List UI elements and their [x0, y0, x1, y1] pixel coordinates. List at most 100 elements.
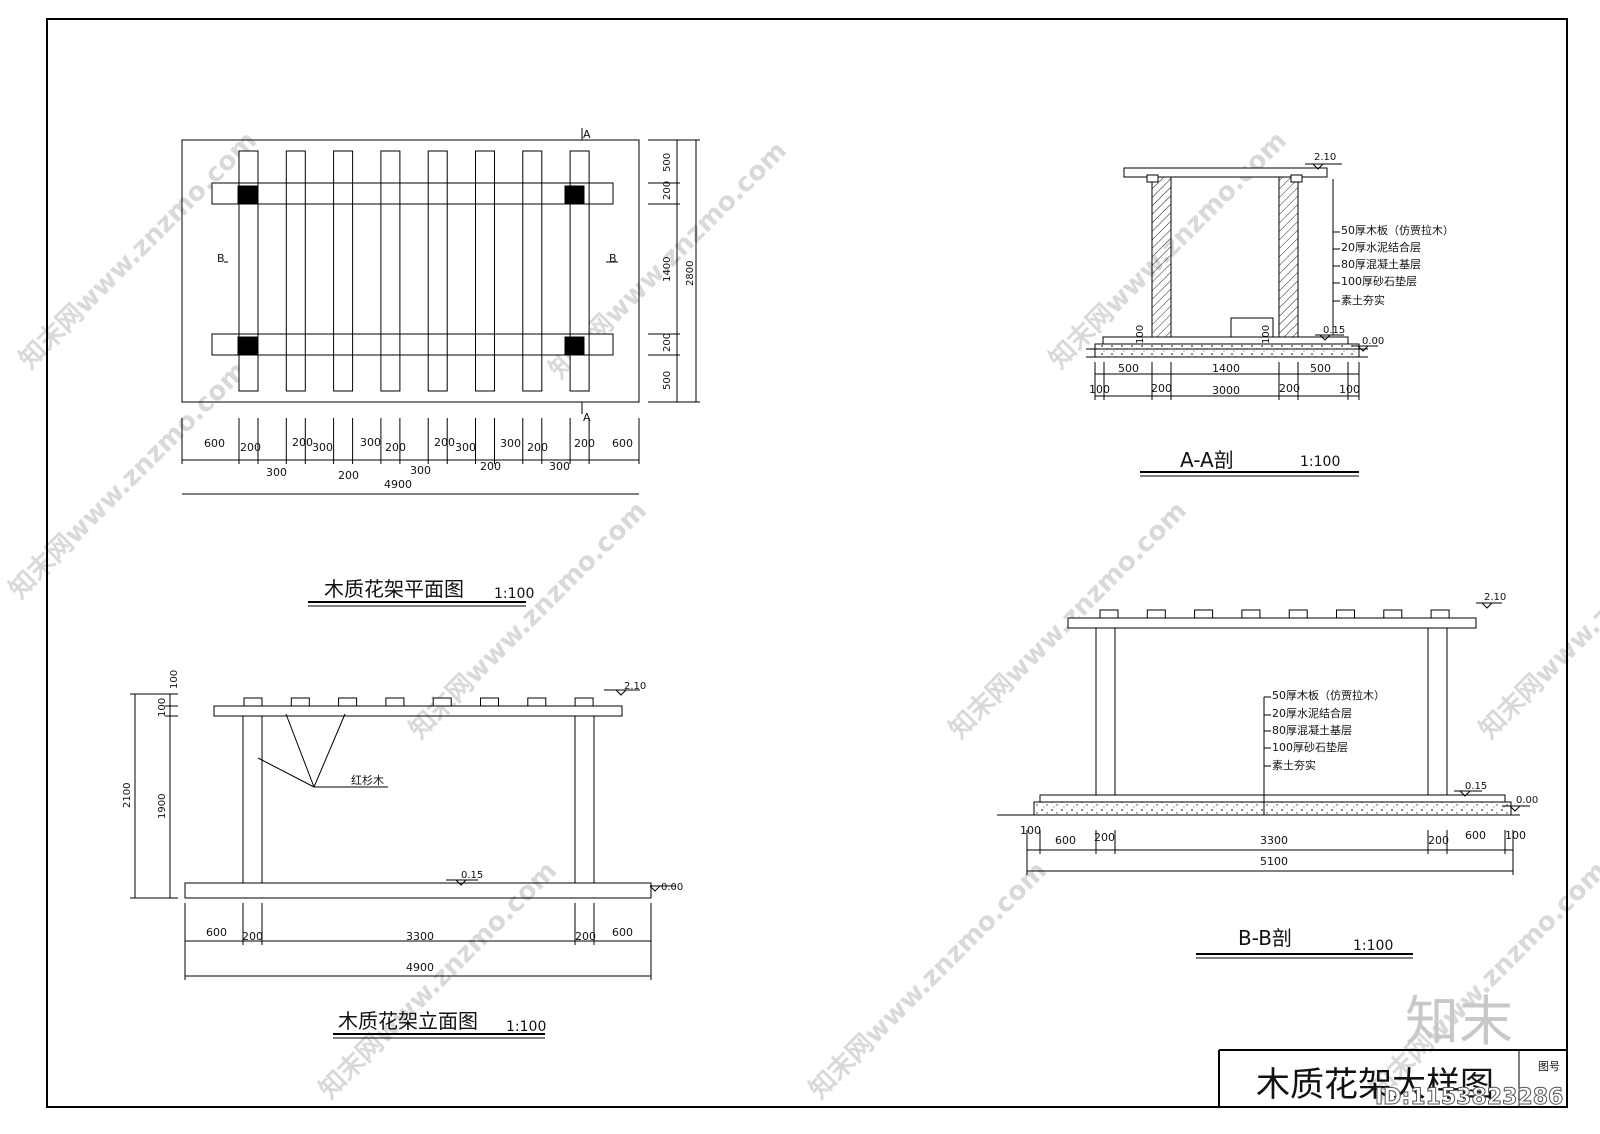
layer-label: 素土夯实 — [1272, 758, 1316, 772]
plan-outline — [181, 139, 640, 403]
dim-label: 300 — [549, 460, 570, 473]
bb-joist — [1241, 609, 1261, 619]
dim-label: 100 — [1020, 824, 1041, 837]
dim-label: 100 — [157, 698, 168, 717]
section-aa-scale: 1:100 — [1300, 454, 1340, 470]
bb-joist — [1288, 609, 1308, 619]
section-bb-view — [997, 602, 1530, 875]
elevation-joist — [338, 697, 358, 707]
dim-label: 2800 — [685, 261, 696, 286]
bb-joist — [1099, 609, 1119, 619]
dim-label: 100 — [1089, 383, 1110, 396]
elevation-joist — [385, 697, 405, 707]
dim-label: 600 — [612, 926, 633, 939]
plan-joist — [427, 150, 448, 392]
bb-joist — [1430, 609, 1450, 619]
dim-label: 200 — [1151, 382, 1172, 395]
dim-label: 1400 — [662, 257, 673, 282]
elevation-post — [242, 715, 263, 884]
layer-label: 20厚水泥结合层 — [1272, 706, 1352, 720]
watermark-text: 知末网www.znzmo.com — [804, 856, 1053, 1105]
elevation-joist — [480, 697, 499, 707]
dim-label: 600 — [612, 437, 633, 450]
bb-joist — [1383, 609, 1403, 619]
section-aa-labels: 2.10 0.15 0.00 100 100 50厚木板（仿贾拉木） 20厚水泥… — [1089, 152, 1454, 477]
bb-joist — [1146, 609, 1166, 619]
plan-joist — [522, 150, 543, 392]
drawing-name: 木质花架大样图 — [1256, 1065, 1494, 1105]
plan-joist — [285, 150, 306, 392]
sheet-border — [46, 18, 1568, 1108]
section-mark-a: A — [583, 411, 591, 424]
dim-label: 200 — [1094, 831, 1115, 844]
elevation-joist — [574, 697, 594, 707]
dim-label: 500 — [1310, 362, 1331, 375]
level-label: 0.15 — [461, 870, 483, 881]
plan-joist — [475, 150, 495, 392]
plan-beam-top — [211, 182, 614, 205]
section-bb-title: B-B剖 — [1238, 926, 1292, 950]
layer-label: 80厚混凝土基层 — [1341, 257, 1421, 271]
dim-label: 200 — [242, 930, 263, 943]
dim-label: 600 — [206, 926, 227, 939]
plan-beam-bottom — [211, 333, 614, 356]
elevation-base — [184, 882, 652, 899]
dim-label: 3300 — [1260, 834, 1288, 847]
plan-post — [237, 185, 258, 205]
level-label: 2.10 — [624, 681, 646, 692]
dim-label: 3000 — [1212, 384, 1240, 397]
elevation-joist — [290, 697, 310, 707]
bb-beam — [1067, 617, 1477, 629]
dim-label: 300 — [360, 436, 381, 449]
layer-label: 50厚木板（仿贾拉木） — [1272, 688, 1385, 702]
dim-label: 100 — [1261, 325, 1272, 344]
elevation-labels: 红杉木 2.10 0.15 0.00 100 100 1900 2100 600… — [122, 670, 683, 1039]
dim-label: 600 — [1465, 829, 1486, 842]
section-mark-b: B — [609, 252, 617, 265]
aa-post — [1278, 176, 1299, 344]
dim-label: 500 — [662, 371, 673, 390]
elevation-joist — [432, 697, 452, 707]
dim-label: 5100 — [1260, 855, 1288, 868]
dim-label: 500 — [662, 153, 673, 172]
level-label: 0.00 — [661, 882, 683, 893]
plan-post — [564, 185, 585, 205]
plan-joist — [569, 150, 590, 392]
dim-label: 4900 — [406, 961, 434, 974]
elevation-joist — [243, 697, 263, 707]
watermark-text: 知末网www.znzmo.com — [4, 356, 253, 605]
dim-label: 100 — [1339, 383, 1360, 396]
dim-label: 200 — [1428, 834, 1449, 847]
dim-label: 200 — [662, 181, 673, 200]
elevation-beam — [213, 705, 623, 717]
dim-label: 200 — [338, 469, 359, 482]
dim-label: 200 — [574, 437, 595, 450]
dim-label: 200 — [434, 436, 455, 449]
plan-title: 木质花架平面图 — [324, 577, 464, 601]
dim-label: 300 — [266, 466, 287, 479]
dim-label: 200 — [292, 436, 313, 449]
plan-post — [564, 336, 585, 356]
elevation-joists — [243, 697, 594, 707]
level-label: 0.00 — [1516, 795, 1538, 806]
watermark-text: 知末网www.znzmo.com — [404, 496, 653, 745]
plan-joist — [380, 150, 401, 392]
dim-label: 100 — [1505, 829, 1526, 842]
level-label: 0.15 — [1465, 781, 1487, 792]
dim-label: 200 — [240, 441, 261, 454]
bb-post — [1095, 627, 1116, 796]
watermark-text: 知末网www.znzmo.com — [314, 856, 563, 1105]
section-bb-labels: 2.10 0.15 0.00 50厚木板（仿贾拉木） 20厚水泥结合层 80厚混… — [1020, 592, 1538, 959]
elevation-joist — [527, 697, 547, 707]
bb-joists — [1099, 609, 1450, 619]
plan-joist — [238, 150, 259, 392]
level-label: 0.00 — [1362, 336, 1384, 347]
dim-label: 500 — [1118, 362, 1139, 375]
dim-label: 2100 — [122, 783, 133, 808]
plan-view — [181, 128, 700, 495]
dim-label: 4900 — [384, 478, 412, 491]
dim-label: 300 — [410, 464, 431, 477]
bb-joist — [1194, 609, 1214, 619]
title-block — [1218, 1049, 1567, 1107]
